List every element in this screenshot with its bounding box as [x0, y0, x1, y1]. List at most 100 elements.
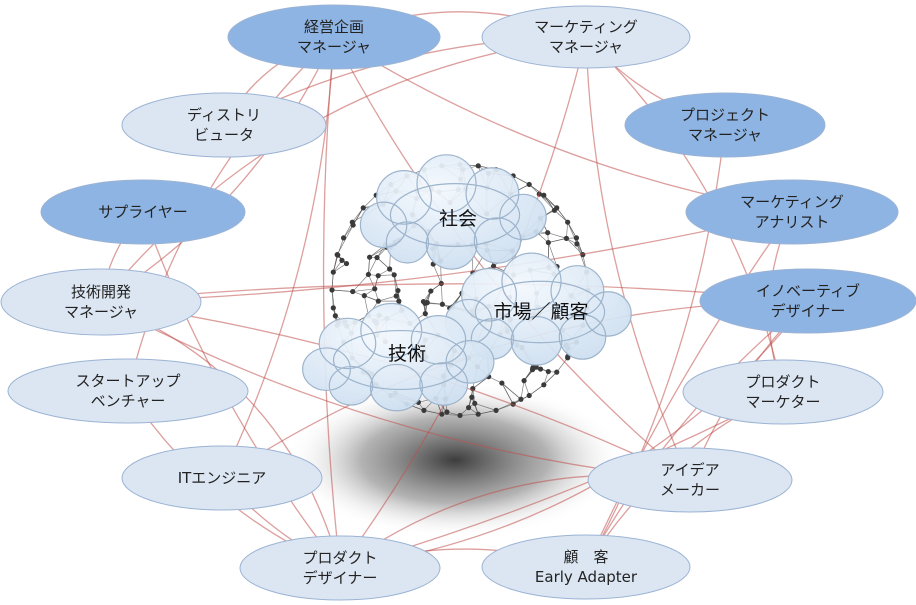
node-label: ベンチャー	[91, 392, 166, 410]
network-node	[526, 392, 532, 399]
network-node	[393, 293, 399, 299]
node-it-engineer: ITエンジニア	[121, 445, 323, 511]
network-node	[472, 400, 478, 407]
node-label: マネージャ	[64, 303, 138, 321]
node-ellipse	[40, 179, 246, 245]
node-ellipse	[239, 535, 441, 601]
network-node	[391, 272, 397, 278]
network-node	[374, 254, 380, 261]
node-label: イノベーティブ	[756, 282, 860, 300]
network-link	[331, 289, 353, 292]
node-label: 経営企画	[304, 18, 364, 36]
role-nodes: 経営企画マネージャマーケティングマネージャディストリビュータプロジェクトマネージ…	[0, 4, 916, 601]
cloud-market-shape	[444, 252, 632, 366]
node-label: マーケティング	[534, 18, 638, 36]
node-label: マネージャ	[297, 38, 371, 56]
network-node	[518, 396, 524, 402]
node-label: メーカー	[660, 481, 720, 499]
network-link	[566, 238, 584, 255]
node-ellipse	[121, 445, 323, 511]
network-node	[469, 394, 475, 400]
network-node	[465, 405, 472, 411]
network-node	[365, 271, 372, 278]
network-node	[565, 219, 571, 225]
node-label: プロダクト	[745, 373, 820, 391]
network-node	[375, 298, 381, 304]
node-label: ディストリ	[187, 106, 261, 124]
cloud-society: 社会	[359, 154, 547, 270]
cloud-technology-label: 技術	[388, 343, 426, 365]
node-supplier: サプライヤー	[40, 179, 246, 245]
concept-clouds: 社会 市場／顧客 技術	[302, 154, 632, 412]
cloud-market-label: 市場／顧客	[493, 301, 588, 323]
network-node	[421, 407, 427, 413]
network-link	[556, 207, 568, 223]
globe-shadow	[285, 382, 625, 538]
node-label: 顧 客	[563, 548, 608, 566]
network-link	[543, 194, 555, 211]
network-node	[545, 239, 551, 246]
cloud-society-label: 社会	[439, 208, 477, 230]
network-node	[493, 407, 499, 413]
node-label: アイデア	[660, 461, 719, 479]
node-label: 技術開発	[71, 283, 131, 301]
node-label: アナリスト	[755, 213, 830, 231]
node-ellipse	[7, 358, 249, 424]
node-label: ITエンジニア	[178, 469, 267, 487]
node-label: Early Adapter	[535, 568, 638, 586]
network-node	[545, 230, 551, 236]
node-ellipse	[227, 4, 441, 70]
node-label: スタートアップ	[75, 372, 180, 390]
network-link	[567, 222, 577, 239]
network-node	[361, 293, 367, 299]
node-ellipse	[587, 447, 793, 513]
network-node	[334, 252, 340, 258]
node-ellipse	[624, 92, 826, 158]
network-node	[573, 235, 580, 241]
network-link	[440, 283, 443, 305]
network-link	[547, 232, 567, 239]
network-node	[574, 241, 580, 247]
network-link	[554, 210, 568, 223]
network-node	[537, 366, 544, 372]
network-node	[422, 300, 428, 306]
network-link	[548, 238, 567, 243]
network-link	[378, 295, 397, 302]
node-ellipse	[699, 268, 916, 334]
node-ellipse	[682, 359, 884, 425]
network-node	[439, 301, 445, 307]
network-node	[349, 219, 355, 225]
node-ellipse	[481, 534, 691, 600]
node-label: デザイナー	[303, 569, 378, 587]
node-label: マネージャ	[688, 126, 762, 144]
node-label: プロダクト	[302, 549, 377, 567]
node-label: マーケティング	[740, 193, 844, 211]
network-node	[330, 305, 336, 311]
network-node	[444, 409, 450, 415]
network-node	[340, 235, 347, 241]
network-node	[554, 369, 560, 375]
node-ellipse	[0, 268, 202, 336]
network-node	[330, 269, 336, 275]
network-node	[475, 163, 481, 169]
node-label: ビュータ	[194, 126, 254, 144]
cloud-society-shape	[359, 154, 547, 270]
network-node	[332, 313, 338, 319]
network-node	[541, 192, 547, 198]
network-node	[545, 368, 551, 375]
node-ellipse	[481, 5, 691, 69]
node-label: デザイナー	[771, 302, 846, 320]
network-node	[396, 298, 402, 304]
network-node	[350, 288, 356, 295]
network-node	[521, 378, 527, 384]
